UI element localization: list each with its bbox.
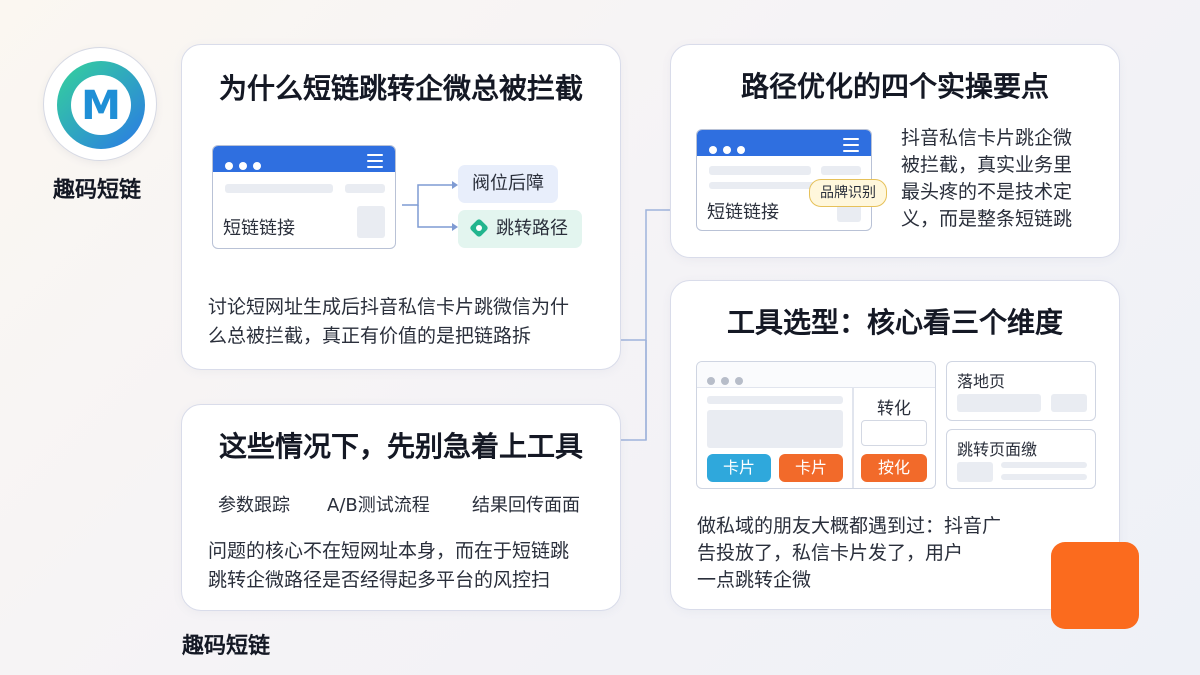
- pill-jump-path: 跳转路径: [458, 210, 582, 248]
- panel-label: 落地页: [957, 372, 1006, 391]
- window-label: 短链链接: [707, 202, 779, 223]
- tool-window: 转化 卡片 卡片 按化: [696, 361, 936, 489]
- text-line: 被拦截，真实业务里: [901, 154, 1073, 176]
- menu-icon: [367, 154, 383, 172]
- card-button-2[interactable]: 卡片: [779, 454, 843, 482]
- logo-letter: M: [81, 83, 121, 129]
- conversion-label: 转化: [877, 399, 911, 419]
- card-why-blocked: 为什么短链跳转企微总被拦截 短链链接 阀位后障 跳转路径 讨论短网址生成后抖音私…: [181, 44, 621, 370]
- window-titlebar: [697, 130, 871, 156]
- card-text: 做私域的朋友大概都遇到过：抖音广 告投放了，私信卡片发了，用户 一点跳转企微: [697, 513, 1001, 594]
- jump-page-panel: 跳转页面缴: [946, 429, 1096, 489]
- pill-label: 跳转路径: [496, 218, 568, 239]
- card-title: 路径优化的四个实操要点: [740, 70, 1049, 103]
- text-line: 告投放了，私信卡片发了，用户: [697, 542, 964, 564]
- text-line: 最头疼的不是技术定: [901, 181, 1073, 203]
- keyword-3: 结果回传面面: [472, 495, 580, 516]
- card-button-1[interactable]: 卡片: [707, 454, 771, 482]
- card-title: 这些情况下，先别急着上工具: [218, 430, 583, 463]
- brand-name-bottom: 趣码短链: [182, 634, 271, 659]
- text-line: 讨论短网址生成后抖音私信卡片跳微信为什: [208, 296, 570, 318]
- window-titlebar: [213, 146, 395, 172]
- card-title: 工具选型：核心看三个维度: [726, 306, 1063, 339]
- logo-m-icon: M: [57, 61, 145, 149]
- menu-icon: [843, 138, 859, 156]
- diamond-icon: [469, 218, 489, 238]
- text-line: 么总被拦截，真正有价值的是把链路拆: [208, 325, 532, 347]
- text-line: 一点跳转企微: [697, 569, 812, 591]
- branch-arrows: [402, 181, 458, 231]
- card-tool-selection: 工具选型：核心看三个维度 转化 卡片 卡片 按化 落地页 跳转页面缴 做私域的朋…: [670, 280, 1120, 610]
- keyword-2: A/B测试流程: [327, 495, 430, 516]
- brand-recognition-tag: 品牌识别: [809, 179, 887, 207]
- text-line: 抖音私信卡片跳企微: [901, 127, 1073, 149]
- card-path-optimization: 路径优化的四个实操要点 短链链接 品牌识别 抖音私信卡片跳企微 被拦截，真实业务…: [670, 44, 1120, 258]
- window-label: 短链链接: [223, 218, 295, 239]
- pill-valve: 阀位后障: [458, 165, 558, 203]
- card-dont-rush-tools: 这些情况下，先别急着上工具 参数跟踪 A/B测试流程 结果回传面面 问题的核心不…: [181, 404, 621, 611]
- text-line: 问题的核心不在短网址本身，而在于短链跳: [208, 540, 570, 562]
- card-title: 为什么短链跳转企微总被拦截: [218, 72, 583, 105]
- brand-logo: M: [43, 47, 157, 161]
- conversion-input[interactable]: [861, 420, 927, 446]
- card-text: 抖音私信卡片跳企微 被拦截，真实业务里 最头疼的不是技术定 义，而是整条短链跳: [901, 125, 1072, 233]
- landing-page-panel: 落地页: [946, 361, 1096, 421]
- card-text: 问题的核心不在短网址本身，而在于短链跳 跳转企微路径是否经得起多平台的风控扫: [208, 537, 569, 595]
- window-titlebar: [697, 362, 935, 388]
- brand-name-top: 趣码短链: [53, 178, 142, 203]
- orange-accent-block: [1051, 542, 1139, 629]
- text-line: 义，而是整条短链跳: [901, 208, 1073, 230]
- card-text: 讨论短网址生成后抖音私信卡片跳微信为什 么总被拦截，真正有价值的是把链路拆: [208, 293, 569, 351]
- text-line: 跳转企微路径是否经得起多平台的风控扫: [208, 569, 551, 591]
- text-line: 做私域的朋友大概都遇到过：抖音广: [697, 515, 1002, 537]
- keyword-1: 参数跟踪: [218, 495, 290, 516]
- short-link-window: 短链链接: [212, 145, 396, 249]
- panel-label: 跳转页面缴: [957, 440, 1038, 459]
- convert-button[interactable]: 按化: [861, 454, 927, 482]
